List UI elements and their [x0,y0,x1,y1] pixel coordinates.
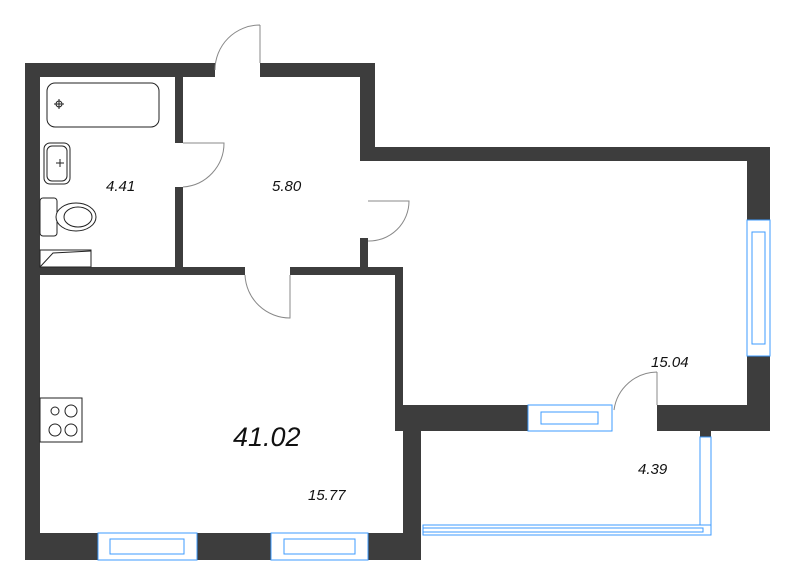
doors [182,24,658,411]
window-kitchen-2 [270,532,369,561]
stove-icon [39,397,83,443]
balcony-area: 4.39 [638,461,668,478]
bathroom-door [182,142,225,188]
bathtub-icon [46,82,160,128]
sink-icon [43,142,71,185]
kitchen-living-area: 15.77 [308,487,346,504]
hallway-area: 5.80 [272,178,302,195]
bedroom-area: 15.04 [651,354,689,371]
bathroom-area: 4.41 [106,178,135,195]
walls [25,63,770,560]
kitchen-door [244,274,291,319]
window-balcony-door [527,404,613,432]
toilet-icon [39,197,97,237]
window-right [746,219,771,357]
balcony-door [613,371,658,411]
window-kitchen-1 [97,532,198,561]
balcony-glazing [422,436,712,536]
entrance-door [214,24,261,71]
room-door [367,200,410,242]
total-area: 41.02 [233,422,301,452]
washing-machine-icon [39,249,92,268]
